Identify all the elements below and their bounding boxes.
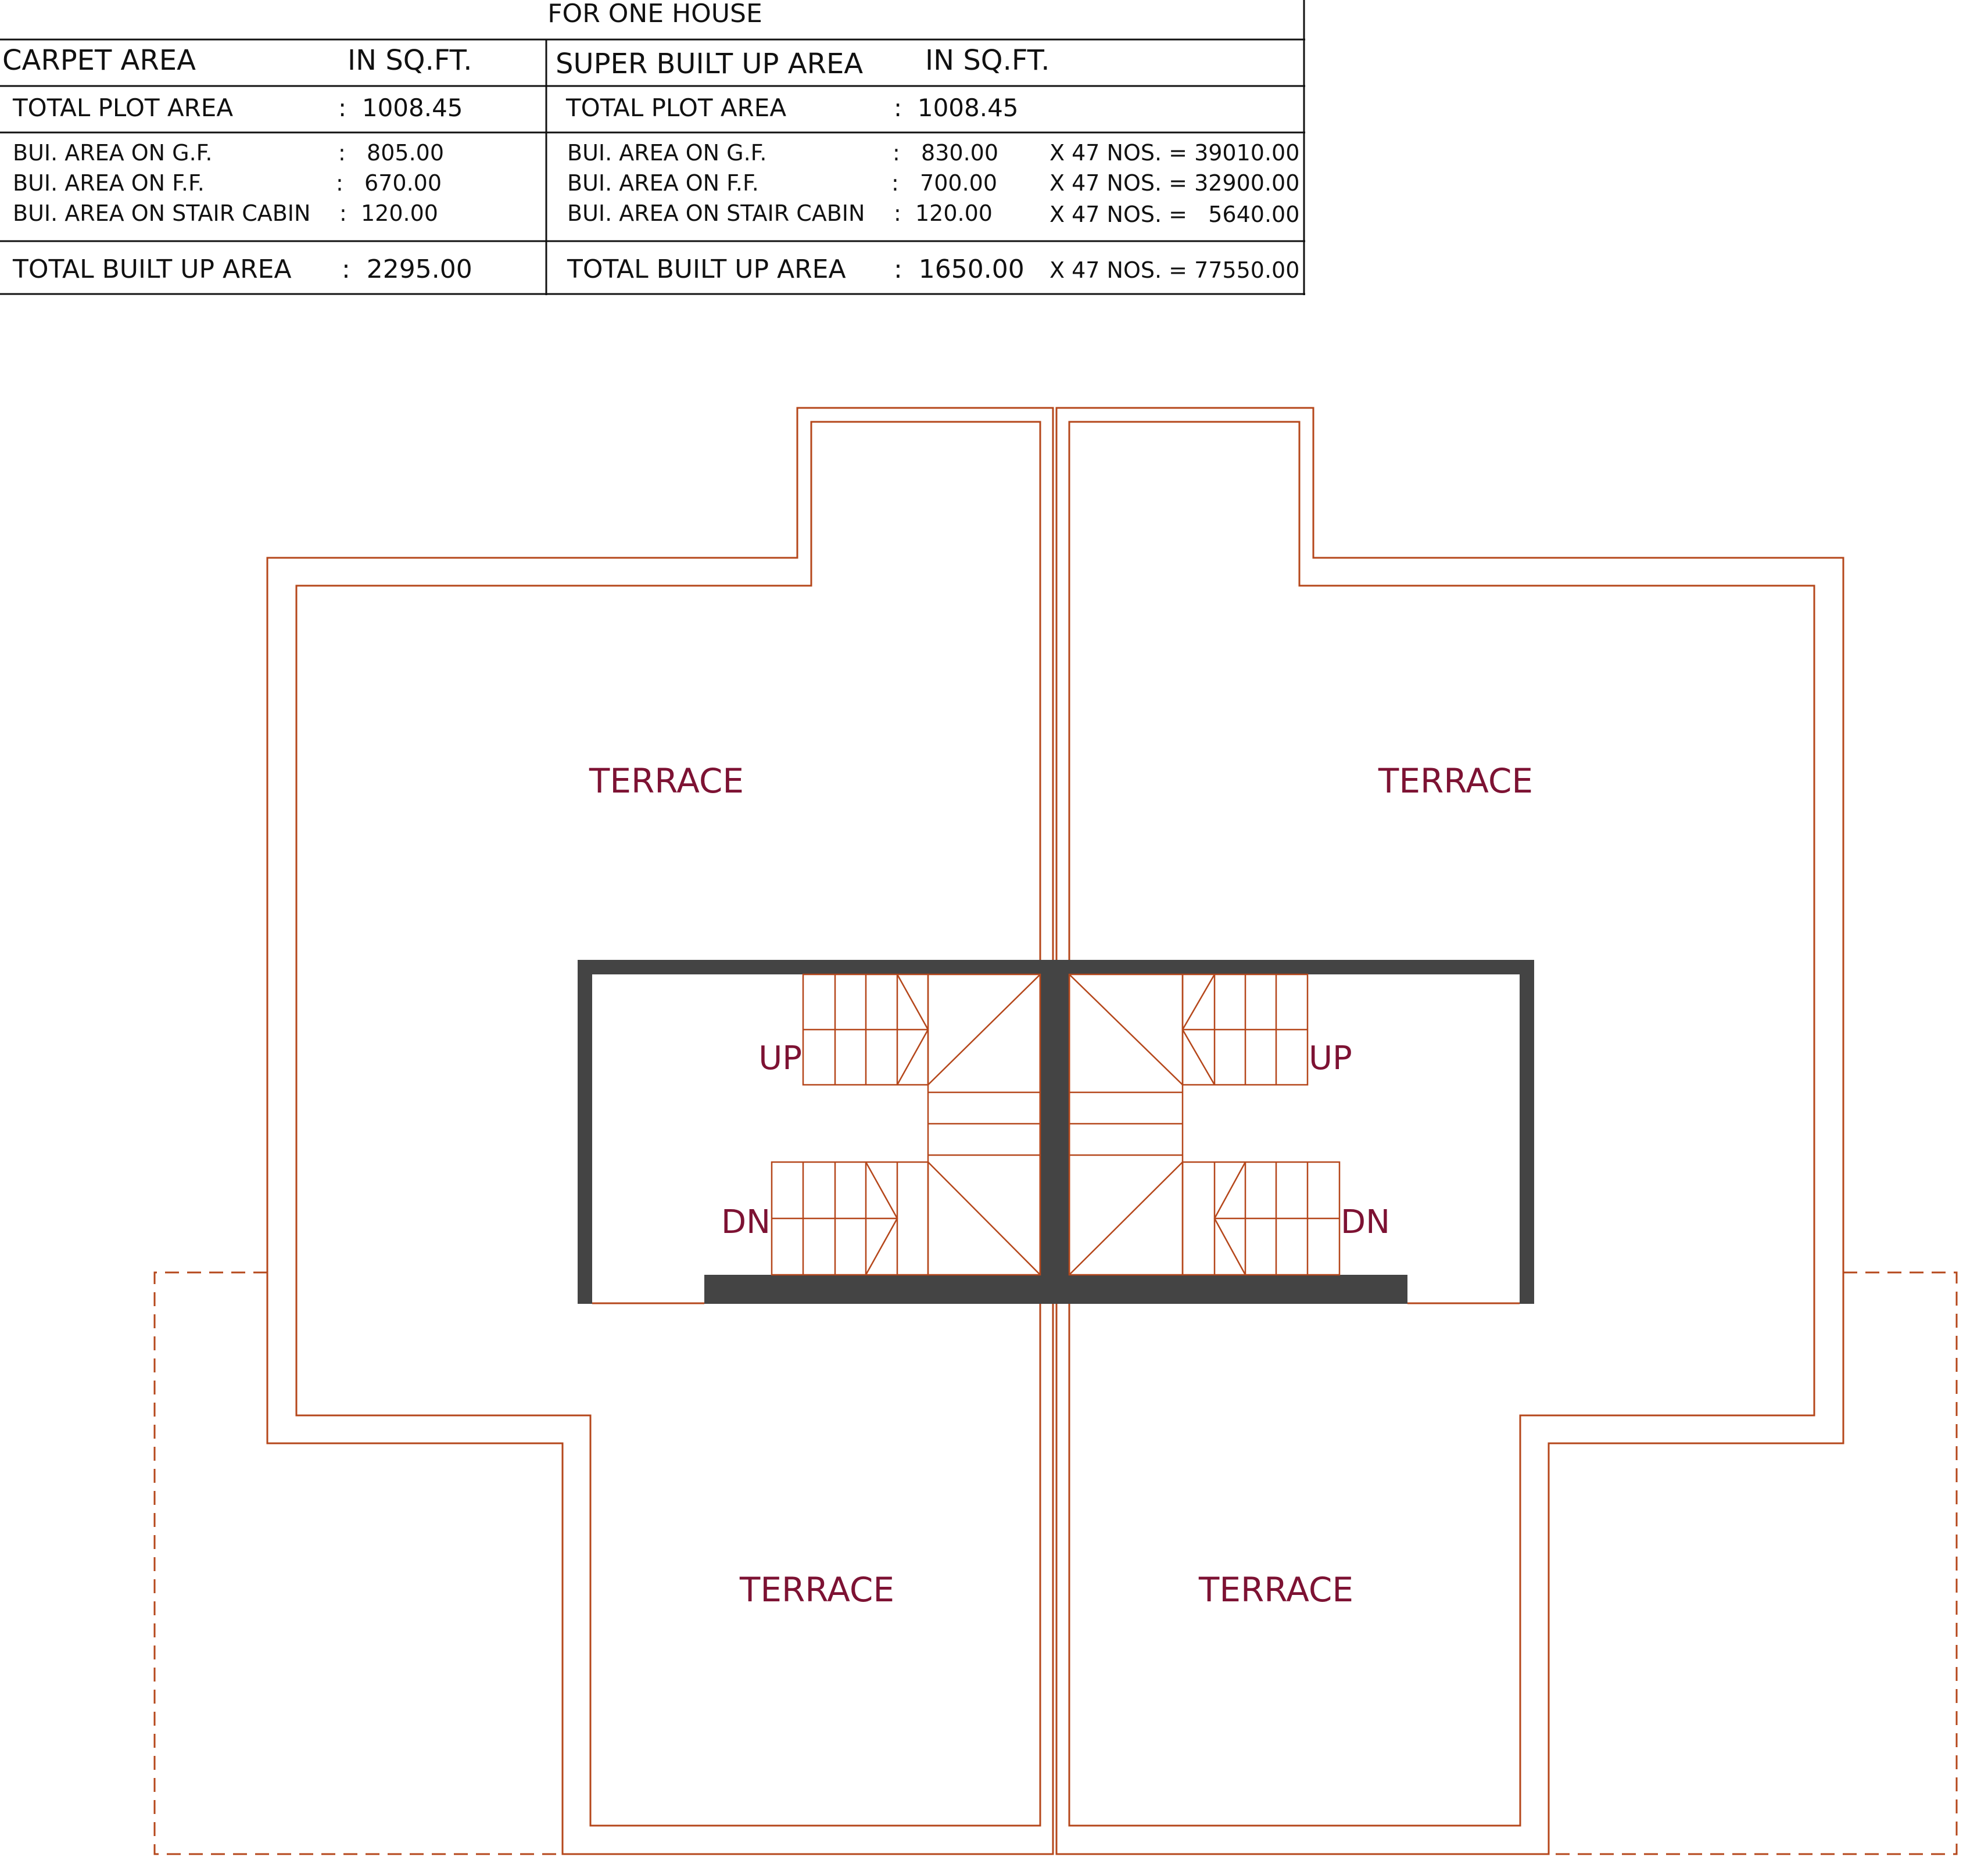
super-ff-value: : 700.00 xyxy=(891,170,997,196)
carpet-total-label: TOTAL BUILT UP AREA xyxy=(12,254,292,284)
carpet-ff-label: BUI. AREA ON F.F. xyxy=(13,170,205,196)
carpet-ff-value: : 670.00 xyxy=(336,170,442,196)
super-stair-cabin-multiplied: X 47 NOS. = 5640.00 xyxy=(1049,202,1299,227)
super-total-multiplied: X 47 NOS. = 77550.00 xyxy=(1049,257,1299,283)
carpet-stair-cabin-label: BUI. AREA ON STAIR CABIN xyxy=(13,200,310,226)
carpet-gf-label: BUI. AREA ON G.F. xyxy=(13,140,213,166)
stair-cabin-left-wall xyxy=(578,960,592,1304)
carpet-area-heading: CARPET AREA xyxy=(2,44,196,77)
stair-cabin-bottom-wall xyxy=(704,1275,1407,1304)
stair-down-label-right: DN xyxy=(1341,1203,1390,1241)
super-total-value: : 1650.00 xyxy=(894,254,1025,284)
carpet-total-value: : 2295.00 xyxy=(342,254,472,284)
super-area-heading: SUPER BUILT UP AREA xyxy=(556,48,863,80)
carpet-plot-area-value: : 1008.45 xyxy=(338,94,463,122)
stair-cabin-center-wall xyxy=(1040,960,1069,1304)
carpet-stair-cabin-value: : 120.00 xyxy=(339,200,438,226)
lower-floor-outline xyxy=(153,1271,1958,1855)
super-area-unit: IN SQ.FT. xyxy=(925,44,1049,77)
area-statement-table: FOR ONE HOUSE CARPET AREA IN SQ.FT. TOTA… xyxy=(0,0,1305,295)
super-stair-cabin-label: BUI. AREA ON STAIR CABIN xyxy=(567,200,865,226)
right-staircase xyxy=(1068,973,1341,1276)
carpet-plot-area-label: TOTAL PLOT AREA xyxy=(12,94,233,122)
stair-down-label-left: DN xyxy=(721,1203,771,1241)
super-gf-label: BUI. AREA ON G.F. xyxy=(567,140,767,166)
super-ff-multiplied: X 47 NOS. = 32900.00 xyxy=(1049,170,1299,196)
right-house-walls xyxy=(1055,407,1844,1855)
super-gf-value: : 830.00 xyxy=(893,140,998,166)
left-staircase xyxy=(771,973,1041,1276)
super-total-label: TOTAL BUILT UP AREA xyxy=(567,254,846,284)
left-house-walls xyxy=(266,407,1054,1855)
table-grid xyxy=(0,0,1305,295)
stair-up-label-right: UP xyxy=(1309,1039,1352,1077)
stair-cabin-right-wall xyxy=(1520,960,1534,1304)
terrace-label-bottom-right: TERRACE xyxy=(1198,1570,1353,1609)
stair-up-label-left: UP xyxy=(758,1039,802,1077)
carpet-area-unit: IN SQ.FT. xyxy=(348,44,472,77)
super-ff-label: BUI. AREA ON F.F. xyxy=(567,170,759,196)
terrace-label-top-left: TERRACE xyxy=(589,761,744,801)
carpet-gf-value: : 805.00 xyxy=(338,140,444,166)
table-caption: FOR ONE HOUSE xyxy=(547,0,762,28)
terrace-label-bottom-left: TERRACE xyxy=(739,1570,894,1609)
super-stair-cabin-value: : 120.00 xyxy=(894,200,993,226)
super-gf-multiplied: X 47 NOS. = 39010.00 xyxy=(1049,140,1299,166)
super-plot-area-label: TOTAL PLOT AREA xyxy=(565,94,786,122)
terrace-label-top-right: TERRACE xyxy=(1378,761,1533,801)
stair-cabin xyxy=(578,960,1534,1304)
super-plot-area-value: : 1008.45 xyxy=(894,94,1019,122)
